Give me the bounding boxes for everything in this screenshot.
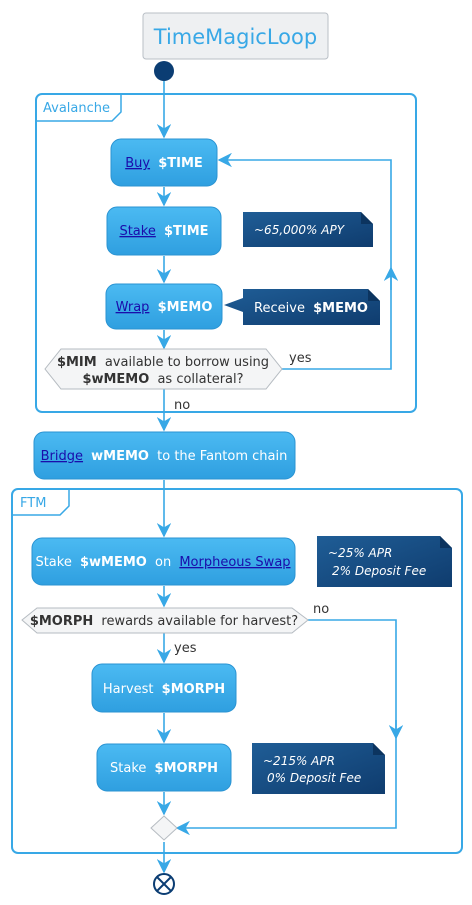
activity-stake-morph: Stake $MORPH [96, 743, 232, 792]
decision-borrow-token1: $MIM [57, 355, 97, 370]
start-node [154, 61, 174, 81]
end-node [153, 873, 175, 895]
bridge-token: wMEMO [91, 449, 149, 464]
partition-avalanche: Avalanche [35, 93, 417, 413]
decision-harvest-text: rewards available for harvest? [101, 614, 298, 629]
decision-harvest-token: $MORPH [30, 614, 93, 629]
svg-text:Buy $TIME: Buy $TIME [125, 156, 203, 171]
bridge-text: to the Fantom chain [157, 449, 287, 464]
buy-token: $TIME [158, 156, 203, 171]
title-text: TimeMagicLoop [153, 25, 317, 49]
partition-ftm: FTM [11, 488, 463, 854]
decision-borrow-token2: $wMEMO [82, 372, 149, 387]
svg-text:$MORPH rewards available: $MORPH rewards available for harvest? [30, 614, 298, 629]
note-ftm-apr: ~25% APR 2% Deposit Fee [317, 536, 452, 587]
svg-text:Stake $wMEMO on: Stake $wMEMO on Morpheous Swap [35, 555, 290, 570]
decision-borrow-text1: available to borrow using [105, 355, 269, 370]
bridge-link[interactable]: Bridge [41, 449, 83, 464]
label-borrow-no: no [174, 398, 190, 413]
label-borrow-yes: yes [289, 351, 312, 366]
partition-label-avalanche: Avalanche [43, 101, 110, 116]
stake-time-token: $TIME [164, 224, 209, 239]
stake-wmemo-mid: on [155, 555, 171, 570]
stake-morph-pre: Stake [110, 761, 146, 776]
note-morph-apr-line2: 0% Deposit Fee [267, 771, 361, 785]
activity-wrap: Wrap $MEMO [105, 283, 223, 330]
svg-text:Stake $TIME: Stake $TIME [119, 224, 208, 239]
svg-text:Harvest $MORPH: Harvest $MORPH [103, 682, 225, 697]
wrap-link[interactable]: Wrap [116, 300, 150, 315]
label-harvest-yes: yes [174, 641, 197, 656]
note-ftm-apr-line2: 2% Deposit Fee [332, 564, 426, 578]
svg-text:Stake $MORPH: Stake $MORPH [110, 761, 218, 776]
activity-stake-wmemo: Stake $wMEMO on Morpheous Swap [31, 537, 296, 586]
activity-harvest-morph: Harvest $MORPH [91, 663, 237, 713]
partition-label-ftm: FTM [20, 496, 46, 511]
label-harvest-no: no [313, 602, 329, 617]
flow-arrows [156, 81, 404, 874]
activity-buy: Buy $TIME [110, 138, 218, 187]
note-morph-apr: ~215% APR 0% Deposit Fee [252, 743, 385, 794]
stake-link[interactable]: Stake [119, 224, 155, 239]
svg-text:Receive $MEMO: Receive $MEMO [254, 301, 368, 316]
harvest-token: $MORPH [162, 682, 225, 697]
svg-text:$wMEMO as collateral?: $wMEMO as collateral? [82, 372, 243, 387]
diagram-title: TimeMagicLoop [142, 12, 329, 60]
note-morph-apr-line1: ~215% APR [263, 754, 335, 768]
morpheous-swap-link[interactable]: Morpheous Swap [179, 555, 290, 570]
decision-borrow: $MIM available to borrow using $wMEMO as… [44, 348, 283, 390]
harvest-pre: Harvest [103, 682, 154, 697]
stake-morph-token: $MORPH [155, 761, 218, 776]
wrap-token: $MEMO [158, 300, 213, 315]
note-ftm-apr-line1: ~25% APR [328, 546, 392, 560]
note-apy: ~65,000% APY [243, 212, 373, 247]
note-receive-token: $MEMO [313, 301, 368, 316]
decision-harvest: $MORPH rewards available for harvest? [21, 607, 309, 634]
activity-bridge: Bridge wMEMO to the Fantom chain [33, 431, 296, 480]
svg-text:$MIM available to borrow: $MIM available to borrow using [57, 355, 269, 370]
stake-wmemo-pre: Stake [35, 555, 71, 570]
note-receive-memo: Receive $MEMO [224, 289, 380, 325]
activity-stake-time: Stake $TIME [106, 206, 222, 256]
buy-link[interactable]: Buy [125, 156, 150, 171]
svg-text:Bridge wMEMO to th: Bridge wMEMO to the Fantom chain [41, 449, 288, 464]
note-receive-text: Receive [254, 301, 305, 316]
decision-borrow-text2: as collateral? [157, 372, 243, 387]
stake-wmemo-token: $wMEMO [80, 555, 147, 570]
svg-text:Wrap $MEMO: Wrap $MEMO [116, 300, 213, 315]
note-apy-text: ~65,000% APY [254, 223, 346, 237]
merge-node [150, 815, 178, 841]
